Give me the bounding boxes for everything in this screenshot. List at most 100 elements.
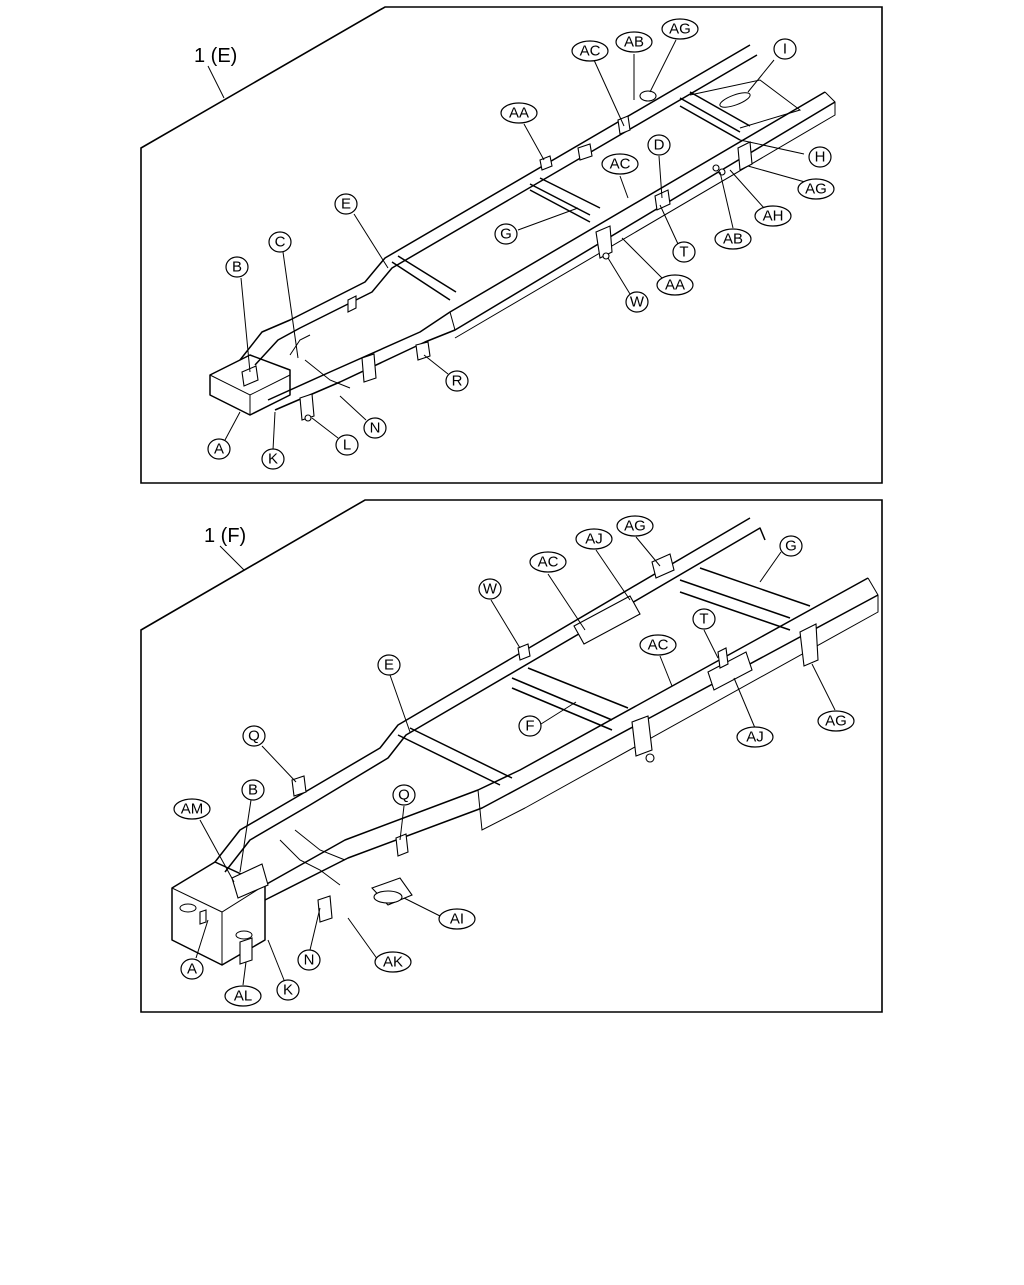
callout: T — [672, 241, 696, 263]
svg-text:N: N — [304, 952, 315, 969]
svg-text:H: H — [815, 149, 826, 166]
svg-text:AC: AC — [610, 156, 631, 173]
callout: A — [207, 438, 231, 460]
callout: AG — [661, 18, 699, 40]
chassis-frame-f — [171, 517, 879, 966]
chassis-frame-e — [209, 44, 836, 422]
svg-text:B: B — [232, 259, 242, 276]
callout: K — [276, 979, 300, 1001]
svg-text:AG: AG — [805, 181, 827, 198]
callout: G — [779, 535, 803, 557]
callout: AM — [173, 798, 211, 820]
svg-text:L: L — [343, 437, 351, 454]
svg-text:A: A — [214, 441, 224, 458]
svg-text:AB: AB — [624, 34, 644, 51]
svg-text:E: E — [384, 657, 394, 674]
callout: W — [478, 578, 502, 600]
diagram-panel-e: 1 (E) — [140, 6, 883, 484]
panel-e-frame — [140, 6, 883, 484]
svg-text:Q: Q — [248, 728, 260, 745]
callout: F — [518, 715, 542, 737]
svg-text:N: N — [370, 420, 381, 437]
callout: AC — [639, 634, 677, 656]
svg-text:AC: AC — [580, 43, 601, 60]
svg-text:AA: AA — [665, 277, 685, 294]
svg-text:Q: Q — [398, 787, 410, 804]
callout: N — [363, 417, 387, 439]
svg-text:K: K — [283, 982, 293, 999]
svg-text:AB: AB — [723, 231, 743, 248]
callout: Q — [242, 725, 266, 747]
callout: AA — [656, 274, 694, 296]
svg-text:R: R — [452, 373, 463, 390]
svg-text:F: F — [525, 718, 534, 735]
panel-f-leaders — [195, 536, 836, 986]
svg-text:AG: AG — [624, 518, 646, 535]
callout: AG — [817, 710, 855, 732]
callout: AG — [797, 178, 835, 200]
callout: D — [647, 134, 671, 156]
callout: E — [377, 654, 401, 676]
callout: B — [241, 779, 265, 801]
callout: AI — [438, 908, 476, 930]
svg-text:W: W — [483, 581, 498, 598]
callout: W — [625, 291, 649, 313]
callout: AH — [754, 205, 792, 227]
svg-text:AI: AI — [450, 911, 464, 928]
svg-text:AJ: AJ — [585, 531, 603, 548]
svg-text:E: E — [341, 196, 351, 213]
panel-e-title: 1 (E) — [194, 45, 237, 67]
diagram-panel-f: 1 (F) — [140, 499, 883, 1013]
callout: AG — [616, 515, 654, 537]
callout: AB — [615, 31, 653, 53]
svg-text:W: W — [630, 294, 645, 311]
callout: AC — [601, 153, 639, 175]
callout: R — [445, 370, 469, 392]
callout: E — [334, 193, 358, 215]
callout: AL — [224, 985, 262, 1007]
svg-text:AG: AG — [825, 713, 847, 730]
callout: T — [692, 608, 716, 630]
panel-f-frame — [140, 499, 883, 1013]
callout: AC — [571, 40, 609, 62]
callout: G — [494, 223, 518, 245]
svg-text:AA: AA — [509, 105, 529, 122]
svg-text:G: G — [785, 538, 797, 555]
svg-text:AM: AM — [181, 801, 204, 818]
callout: H — [808, 146, 832, 168]
svg-text:K: K — [268, 451, 278, 468]
svg-text:D: D — [654, 137, 665, 154]
callout: AJ — [736, 726, 774, 748]
callout: I — [773, 38, 797, 60]
callout: AA — [500, 102, 538, 124]
callout: AJ — [575, 528, 613, 550]
svg-text:G: G — [500, 226, 512, 243]
callout: Q — [392, 784, 416, 806]
callout: C — [268, 231, 292, 253]
callout: L — [335, 434, 359, 456]
callout: A — [180, 958, 204, 980]
callout: N — [297, 949, 321, 971]
svg-text:B: B — [248, 782, 258, 799]
panel-e-leaders — [224, 39, 806, 451]
svg-text:T: T — [699, 611, 708, 628]
svg-text:AL: AL — [234, 988, 252, 1005]
svg-text:AK: AK — [383, 954, 403, 971]
svg-text:AG: AG — [669, 21, 691, 38]
callout: AC — [529, 551, 567, 573]
callout: B — [225, 256, 249, 278]
panel-f-title: 1 (F) — [204, 525, 246, 547]
svg-text:A: A — [187, 961, 197, 978]
svg-text:AC: AC — [538, 554, 559, 571]
svg-text:AJ: AJ — [746, 729, 764, 746]
svg-text:I: I — [783, 41, 787, 58]
svg-text:AH: AH — [763, 208, 784, 225]
callout: AB — [714, 228, 752, 250]
callout: K — [261, 448, 285, 470]
panel-e-title-leader — [207, 65, 225, 99]
svg-text:T: T — [679, 244, 688, 261]
svg-text:C: C — [275, 234, 286, 251]
svg-text:AC: AC — [648, 637, 669, 654]
